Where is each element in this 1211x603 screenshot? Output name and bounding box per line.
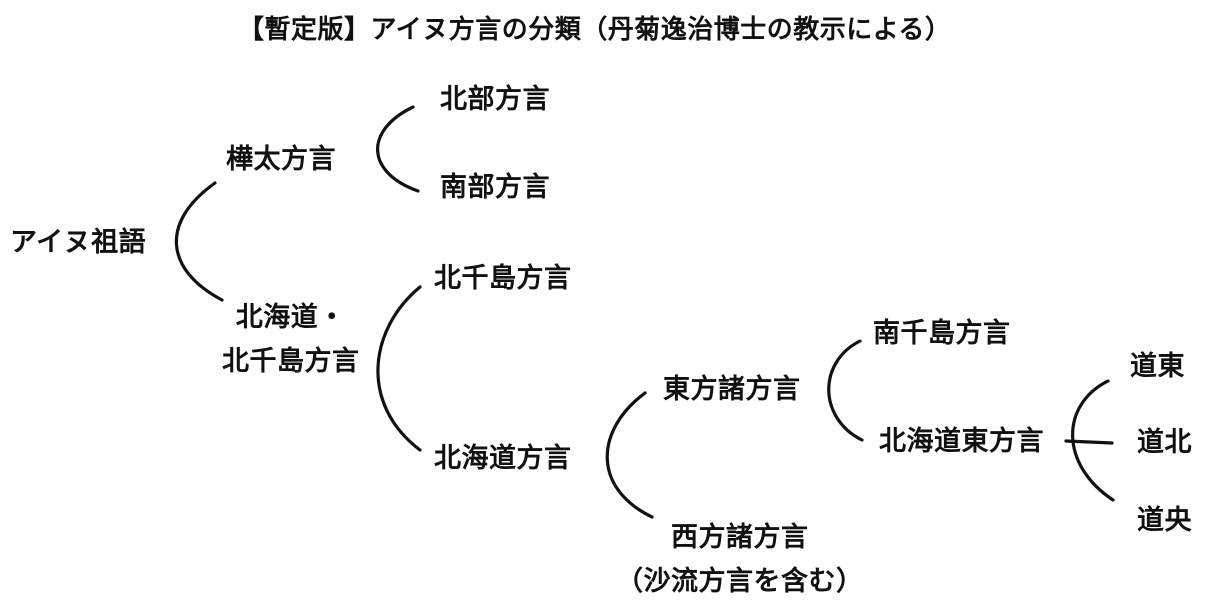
connector-east-split <box>827 339 864 442</box>
connector-hokkaido-kuril-split <box>376 285 422 452</box>
diagram-title: 【暫定版】アイヌ方言の分類（丹菊逸治博士の教示による） <box>238 15 952 45</box>
node-hokkaido-north-kuril: 北海道・ 北千島方言 <box>222 296 360 384</box>
node-doo: 道央 <box>1137 505 1192 536</box>
node-western-dialects-note: （沙流方言を含む） <box>616 566 864 597</box>
node-south-kuril: 南千島方言 <box>873 318 1011 349</box>
connector-sakhalin-split <box>376 105 420 193</box>
connector-root-split <box>174 181 224 302</box>
node-proto-ainu: アイヌ祖語 <box>10 227 147 258</box>
node-hokkaido-dialect: 北海道方言 <box>434 443 572 474</box>
node-sakhalin-south: 南部方言 <box>440 172 550 203</box>
node-hokkaido-north-kuril-line2: 北千島方言 <box>222 346 360 377</box>
node-sakhalin-north: 北部方言 <box>440 84 550 115</box>
node-north-kuril: 北千島方言 <box>434 263 572 294</box>
node-eastern-dialects: 東方諸方言 <box>663 374 801 405</box>
connector-hokkaido-east-middle <box>1064 439 1114 445</box>
node-dohoku: 道北 <box>1137 427 1192 458</box>
node-hokkaido-east: 北海道東方言 <box>879 426 1044 457</box>
connector-hokkaido-east-split <box>1071 379 1115 502</box>
node-western-dialects: 西方諸方言 （沙流方言を含む） <box>616 516 864 603</box>
node-western-dialects-name: 西方諸方言 <box>671 522 809 553</box>
connector-hokkaido-split <box>605 391 654 519</box>
node-sakhalin-dialect: 樺太方言 <box>226 144 336 175</box>
node-hokkaido-north-kuril-line1: 北海道・ <box>235 302 346 333</box>
node-doto: 道東 <box>1130 351 1185 382</box>
